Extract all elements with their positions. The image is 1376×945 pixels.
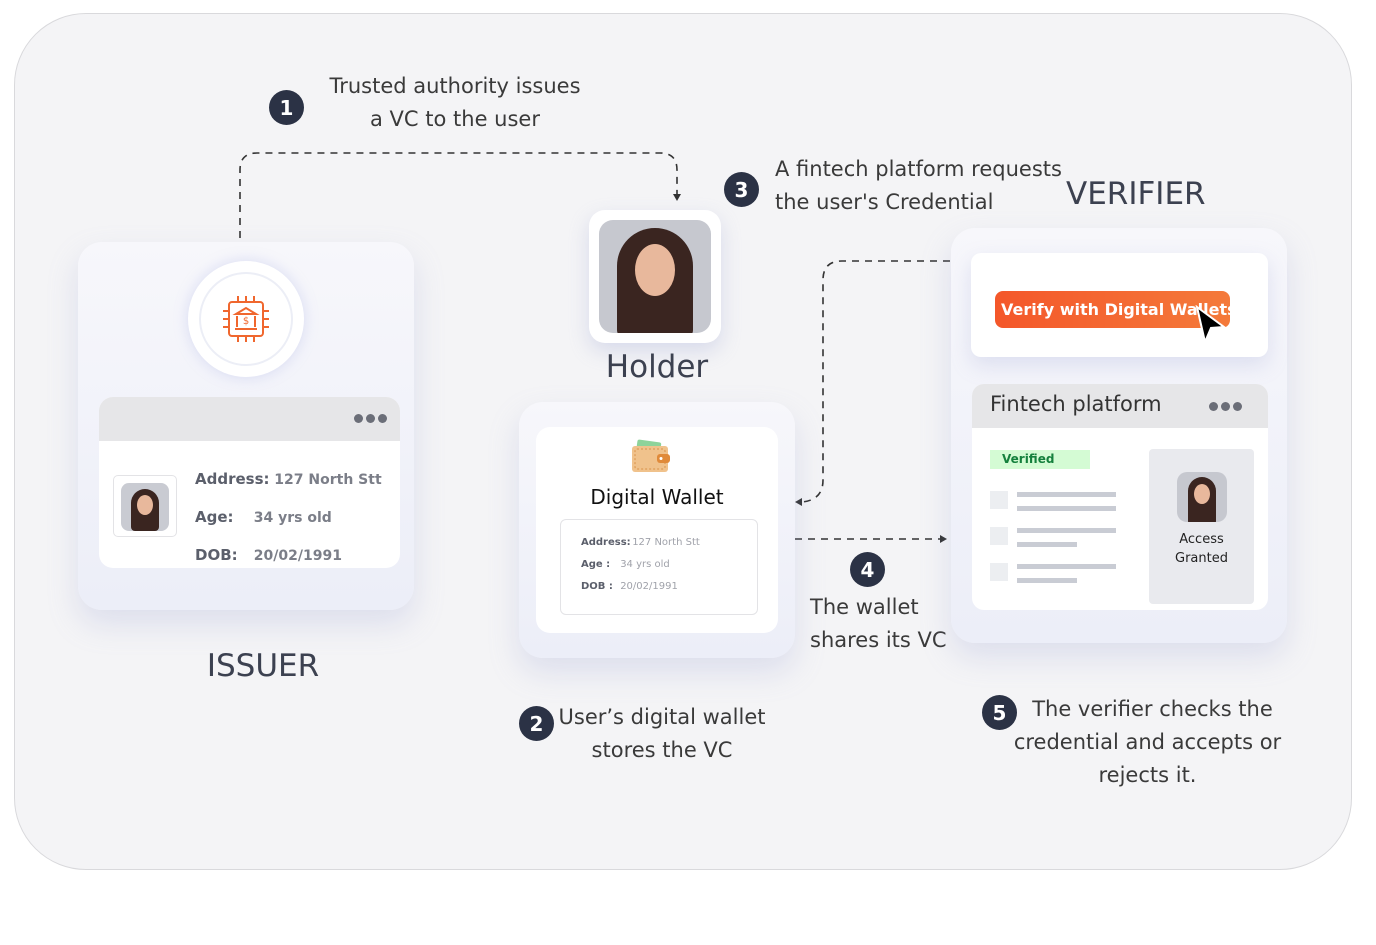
caption-line: stores the VC (591, 738, 733, 762)
verify-with-wallets-button[interactable]: Verify with Digital Wallets (995, 291, 1237, 328)
field-label: DOB: (195, 546, 238, 564)
field-label: Address: (581, 537, 631, 548)
caption-line: The verifier checks the (1032, 697, 1273, 721)
field-value: 34 yrs old (253, 510, 332, 526)
step-2-badge: 2 (519, 706, 554, 741)
verifier-card: Verify with Digital Wallets Fintech plat… (951, 228, 1287, 643)
avatar (113, 475, 177, 537)
verifier-title: VERIFIER (1066, 176, 1206, 212)
access-panel: Access Granted (1149, 449, 1254, 604)
arrow-request (801, 260, 950, 503)
issuer-fields: Address: 127 North Stt Age: 34 yrs old D… (195, 461, 382, 568)
step-3-badge: 3 (724, 172, 759, 207)
more-icon[interactable] (1209, 402, 1242, 411)
avatar (1176, 472, 1227, 522)
step-3-caption: A fintech platform requests the user's C… (775, 153, 1075, 219)
field-value: 127 North Stt (274, 472, 382, 488)
checkbox (990, 563, 1008, 581)
text-placeholder (1017, 542, 1077, 547)
step-5-caption: The verifier checks the credential and a… (1000, 693, 1295, 792)
caption-line: shares its VC (810, 628, 947, 652)
field-value: 20/02/1991 (253, 548, 342, 564)
text-placeholder (1017, 564, 1116, 569)
field-label: Age : (581, 559, 611, 570)
field-value: 20/02/1991 (620, 581, 678, 592)
verified-badge: Verified (990, 450, 1090, 469)
wallet-inner: Digital Wallet Address: 127 North Stt Ag… (536, 427, 778, 633)
caption-line: a VC to the user (370, 107, 540, 131)
verify-panel: Verify with Digital Wallets (971, 253, 1268, 357)
wallet-title: Digital Wallet (590, 485, 724, 509)
wallet-icon (632, 439, 670, 472)
field-label: Age: (195, 508, 234, 526)
wallet-card: Digital Wallet Address: 127 North Stt Ag… (519, 402, 795, 658)
issuer-credential: Address: 127 North Stt Age: 34 yrs old D… (99, 397, 400, 568)
step-4-badge: 4 (850, 552, 885, 587)
cursor-icon (1195, 305, 1227, 345)
issuer-card: $ Address: 127 North Stt Age: 34 yrs old… (78, 242, 414, 610)
text-placeholder (1017, 492, 1116, 497)
caption-line: the user's Credential (775, 190, 994, 214)
checkbox (990, 527, 1008, 545)
text-placeholder (1017, 506, 1116, 511)
bank-circuit-icon: $ (223, 296, 269, 342)
field-value: 34 yrs old (620, 559, 670, 570)
caption-line: Trusted authority issues (329, 74, 581, 98)
access-line: Access (1179, 532, 1224, 547)
checkbox (990, 491, 1008, 509)
step-2-caption: User’s digital wallet stores the VC (540, 701, 784, 767)
issuer-title: ISSUER (206, 648, 320, 684)
svg-text:$: $ (243, 316, 249, 327)
caption-line: A fintech platform requests (775, 157, 1062, 181)
wallet-credential: Address: 127 North Stt Age : 34 yrs old … (560, 519, 758, 615)
field-label: DOB : (581, 581, 613, 592)
field-label: Address: (195, 470, 270, 488)
caption-line: The wallet (810, 595, 919, 619)
fintech-title: Fintech platform (990, 392, 1162, 416)
step-4-caption: The wallet shares its VC (810, 591, 960, 657)
step-5-badge: 5 (982, 695, 1017, 730)
holder-title: Holder (605, 349, 709, 385)
issuer-icon-circle: $ (188, 261, 304, 377)
caption-line: credential and accepts or (1013, 730, 1282, 754)
caption-line: rejects it. (1098, 763, 1197, 787)
more-icon[interactable] (354, 414, 387, 423)
field-value: 127 North Stt (632, 537, 700, 548)
access-line: Granted (1175, 551, 1228, 566)
text-placeholder (1017, 578, 1077, 583)
step-1-badge: 1 (269, 90, 304, 125)
text-placeholder (1017, 528, 1116, 533)
step-1-caption: Trusted authority issues a VC to the use… (300, 70, 610, 136)
caption-line: User’s digital wallet (558, 705, 766, 729)
fintech-panel: Fintech platform Verified Access Granted (972, 384, 1268, 610)
holder-photo (589, 210, 721, 343)
access-granted-label: Access Granted (1149, 530, 1254, 568)
